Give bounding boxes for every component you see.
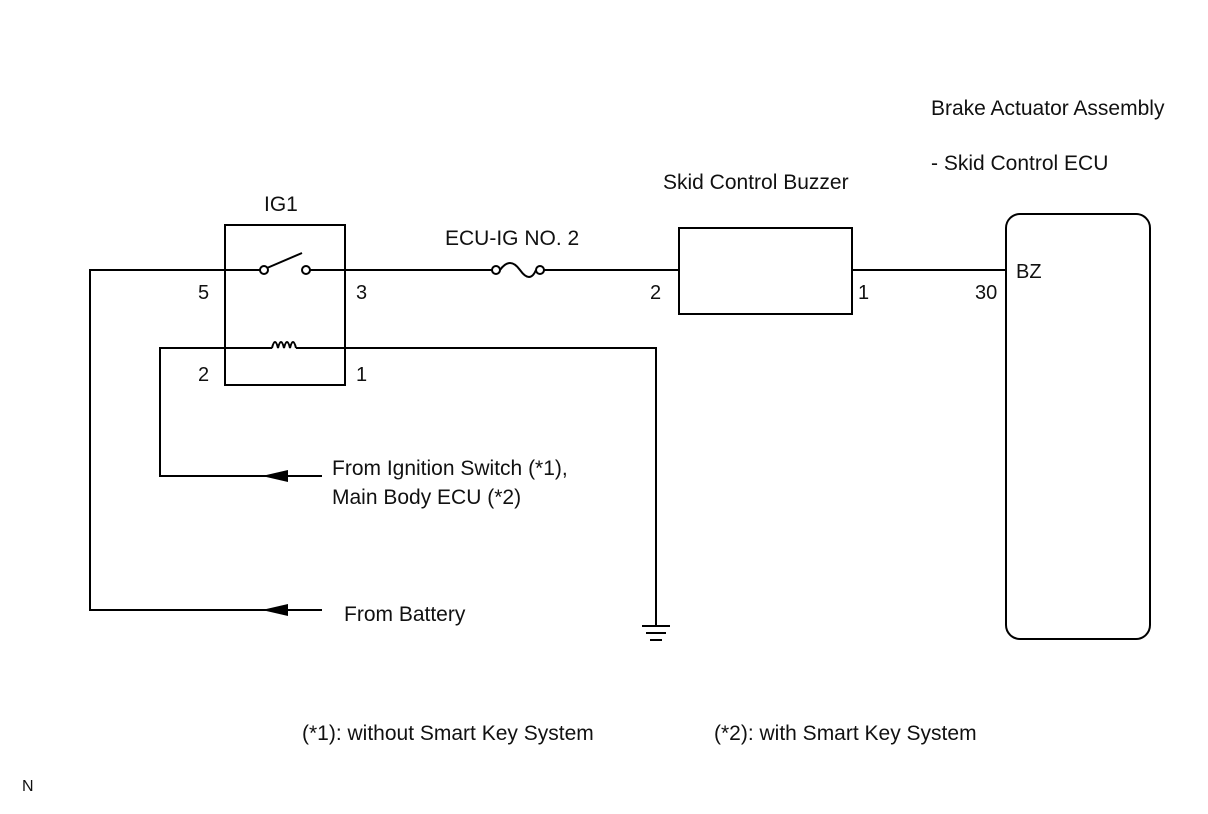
skid-control-buzzer-box xyxy=(678,227,853,315)
arrow-left-icon xyxy=(262,604,288,616)
ecu-pin-name: BZ xyxy=(1016,261,1042,283)
relay-pin-5: 5 xyxy=(198,282,209,304)
ignition-source-line1: From Ignition Switch (*1), xyxy=(332,457,568,480)
ecu-pin-number: 30 xyxy=(975,282,997,304)
buzzer-pin-1: 1 xyxy=(858,282,869,304)
ignition-source-line2: Main Body ECU (*2) xyxy=(332,486,521,509)
fuse-name: ECU-IG NO. 2 xyxy=(445,227,579,250)
buzzer-name: Skid Control Buzzer xyxy=(663,171,849,194)
relay-coil xyxy=(225,341,345,349)
relay-pin-2: 2 xyxy=(198,364,209,386)
relay-pin-3: 3 xyxy=(356,282,367,304)
buzzer-pin-2: 2 xyxy=(650,282,661,304)
note-1: (*1): without Smart Key System xyxy=(302,722,594,745)
wire-ignition-to-relay-coil xyxy=(159,347,322,477)
ecu-name-line2: - Skid Control ECU xyxy=(931,152,1108,175)
relay-name: IG1 xyxy=(264,193,298,216)
fuse-symbol xyxy=(491,262,545,278)
wire-battery-to-relay xyxy=(89,269,322,611)
relay-pin-1: 1 xyxy=(356,364,367,386)
corner-mark: N xyxy=(22,778,34,795)
wire-relay-to-ground xyxy=(345,347,657,626)
relay-switch-contact xyxy=(225,252,345,275)
skid-control-ecu-box xyxy=(1005,213,1151,640)
battery-source-label: From Battery xyxy=(344,603,466,626)
note-2: (*2): with Smart Key System xyxy=(714,722,977,745)
ig1-relay-box xyxy=(224,224,346,386)
ground-symbol xyxy=(642,625,670,641)
ecu-name-line1: Brake Actuator Assembly xyxy=(931,97,1165,120)
arrow-left-icon xyxy=(262,470,288,482)
